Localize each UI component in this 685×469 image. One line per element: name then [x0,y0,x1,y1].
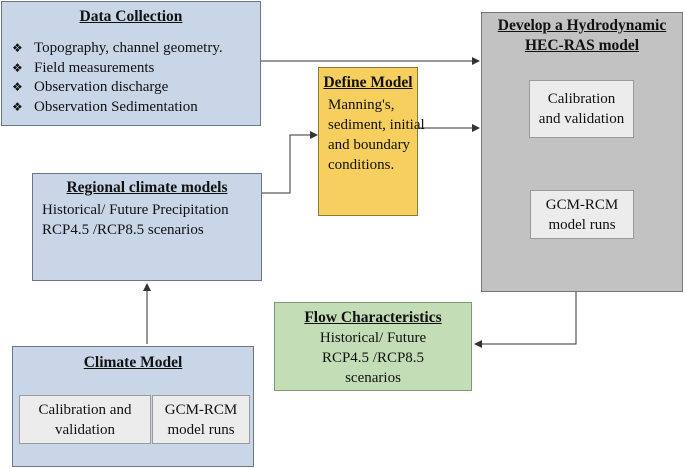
hec-ras-box: Develop a Hydrodynamic HEC-RAS model Cal… [481,12,683,292]
climate-model-gcm-runs-box: GCM-RCM model runs [152,395,250,444]
diamond-bullet-icon: ❖ [12,60,23,75]
list-item: ❖Observation Sedimentation [4,98,223,118]
arrow-regional-to-define-model [262,131,318,194]
list-item: ❖Topography, channel geometry. [4,39,223,59]
arrow-hec-ras-to-flow [474,292,577,348]
climate-model-calibration-box: Calibration and validation [19,395,151,444]
hec-ras-title: Develop a Hydrodynamic HEC-RAS model [497,17,667,54]
climate-model-box: Climate Model Calibration and validation… [12,346,254,467]
regional-climate-title: Regional climate models [66,179,228,196]
diamond-bullet-icon: ❖ [12,41,23,55]
climate-model-title: Climate Model [83,354,183,371]
flow-characteristics-text: Historical/ Future RCP4.5 /RCP8.5 scenar… [319,330,427,386]
hec-ras-gcm-runs-box: GCM-RCM model runs [530,190,634,239]
flow-characteristics-box: Flow Characteristics Historical/ Future … [274,302,472,391]
hec-ras-calibration-box: Calibration and validation [529,80,634,138]
flow-characteristics-title: Flow Characteristics [304,309,442,326]
list-item: ❖Field measurements [4,59,223,79]
data-collection-title: Data Collection [79,8,183,25]
regional-climate-text: Historical/ Future Precipitation RCP4.5 … [42,202,229,238]
diamond-bullet-icon: ❖ [12,99,23,114]
list-item: ❖Observation discharge [4,78,223,98]
define-model-text: Manning's, sediment, initial and boundar… [328,97,425,173]
define-model-box: Define Model Manning's, sediment, initia… [318,67,425,216]
diamond-bullet-icon: ❖ [12,80,23,94]
data-collection-box: Data Collection ❖Topography, channel geo… [1,1,261,126]
define-model-title: Define Model [323,74,413,91]
data-collection-list: ❖Topography, channel geometry. ❖Field me… [4,39,223,117]
regional-climate-box: Regional climate models Historical/ Futu… [32,173,262,281]
